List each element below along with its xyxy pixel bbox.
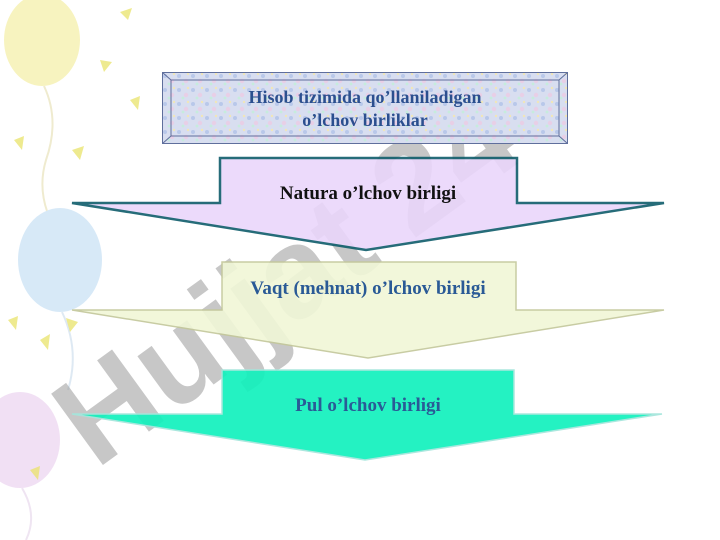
step-label-vaqt: Vaqt (mehnat) o’lchov birligi (250, 278, 486, 299)
title-line-1: Hisob tizimida qo’llaniladigan (248, 87, 482, 107)
confetti-icon (14, 136, 24, 150)
title-box-frame (162, 72, 568, 144)
title-line-2: o’lchov birliklar (302, 110, 428, 130)
title-text: Hisob tizimida qo’llaniladigan o’lchov b… (162, 86, 568, 132)
confetti-icon (66, 318, 78, 332)
balloon-yellow-icon (4, 0, 80, 86)
confetti-icon (30, 466, 40, 480)
balloon-string (21, 487, 33, 540)
confetti-icon (100, 60, 112, 72)
confetti-icon (130, 96, 140, 110)
step-arrow-1 (71, 156, 665, 252)
balloon-blue-icon (18, 208, 102, 312)
title-box: Hisob tizimida qo’llaniladigan o’lchov b… (162, 72, 568, 144)
balloon-pink-icon (0, 392, 60, 488)
step-arrow-2 (71, 261, 665, 359)
step-label-natura: Natura o’lchov birligi (279, 183, 457, 204)
confetti-icon (8, 316, 18, 330)
step-label-pul: Pul o’lchov birligi (295, 395, 441, 416)
balloon-string (61, 311, 74, 391)
confetti-icon (72, 146, 84, 160)
confetti-icon (40, 334, 50, 350)
step-arrow-3 (71, 369, 663, 461)
confetti-icon (120, 8, 132, 20)
